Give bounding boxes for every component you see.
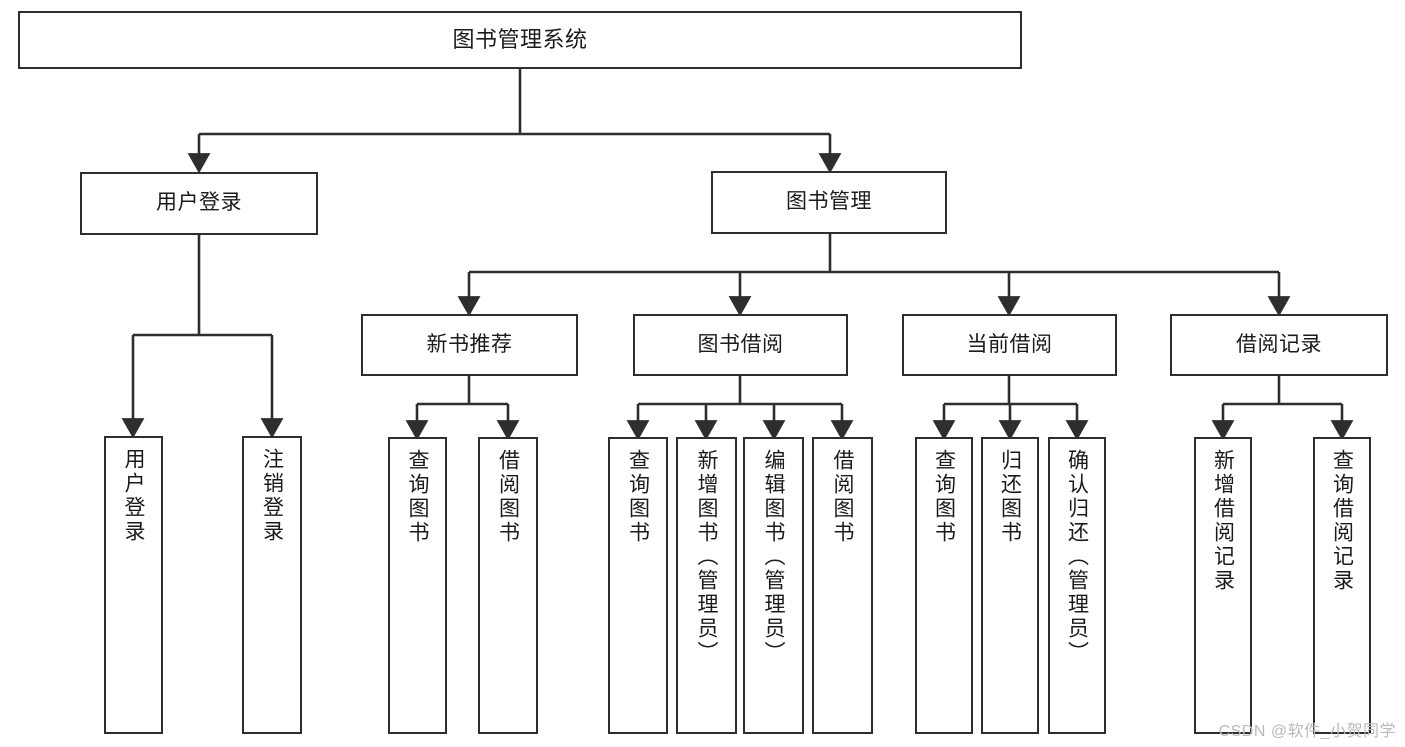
node-leaf-query-book-1-label: 查询图书	[406, 449, 429, 545]
node-user-login-label: 用户登录	[156, 191, 242, 215]
node-leaf-return-book[interactable]: 归还图书	[981, 437, 1039, 734]
node-leaf-user-login[interactable]: 用户登录	[104, 436, 163, 734]
node-book-manage-label: 图书管理	[786, 190, 872, 214]
node-book-manage[interactable]: 图书管理	[711, 171, 947, 234]
node-root-label: 图书管理系统	[452, 27, 588, 53]
node-current-borrow-label: 当前借阅	[966, 332, 1053, 356]
node-leaf-add-record[interactable]: 新增借阅记录	[1194, 437, 1252, 734]
node-leaf-confirm-return[interactable]: 确认归还（管理员）	[1048, 437, 1106, 734]
node-new-book-recommend[interactable]: 新书推荐	[361, 314, 578, 376]
node-leaf-query-book-2-label: 查询图书	[626, 449, 650, 545]
node-leaf-borrow-book-1[interactable]: 借阅图书	[478, 437, 538, 734]
node-leaf-edit-book[interactable]: 编辑图书（管理员）	[743, 437, 804, 734]
node-new-book-recommend-label: 新书推荐	[426, 332, 513, 356]
node-borrow-record[interactable]: 借阅记录	[1170, 314, 1388, 376]
node-leaf-add-book-label: 新增图书（管理员）	[695, 449, 718, 665]
node-leaf-add-book[interactable]: 新增图书（管理员）	[676, 437, 737, 734]
node-leaf-query-book-3[interactable]: 查询图书	[915, 437, 973, 734]
node-leaf-query-book-3-label: 查询图书	[932, 449, 956, 545]
node-leaf-logout[interactable]: 注销登录	[242, 436, 302, 734]
node-leaf-user-login-label: 用户登录	[122, 448, 145, 544]
node-current-borrow[interactable]: 当前借阅	[902, 314, 1117, 376]
node-leaf-add-record-label: 新增借阅记录	[1211, 449, 1235, 593]
node-leaf-return-book-label: 归还图书	[998, 449, 1022, 545]
node-leaf-borrow-book-2[interactable]: 借阅图书	[812, 437, 873, 734]
node-borrow-record-label: 借阅记录	[1236, 332, 1322, 356]
node-leaf-query-book-2[interactable]: 查询图书	[608, 437, 668, 734]
node-leaf-edit-book-label: 编辑图书（管理员）	[762, 449, 785, 665]
node-leaf-query-book-1[interactable]: 查询图书	[388, 437, 447, 734]
node-book-borrow[interactable]: 图书借阅	[633, 314, 848, 376]
node-root[interactable]: 图书管理系统	[18, 11, 1022, 69]
node-user-login[interactable]: 用户登录	[80, 172, 318, 235]
node-leaf-logout-label: 注销登录	[260, 448, 284, 544]
node-leaf-query-record-label: 查询借阅记录	[1330, 449, 1354, 593]
node-leaf-borrow-book-2-label: 借阅图书	[831, 449, 854, 545]
csdn-watermark: CSDN @软件_小贺同学	[1218, 723, 1396, 740]
node-book-borrow-label: 图书借阅	[697, 332, 784, 356]
node-leaf-borrow-book-1-label: 借阅图书	[496, 449, 520, 545]
node-leaf-query-record[interactable]: 查询借阅记录	[1313, 437, 1371, 734]
node-leaf-confirm-return-label: 确认归还（管理员）	[1065, 449, 1089, 665]
